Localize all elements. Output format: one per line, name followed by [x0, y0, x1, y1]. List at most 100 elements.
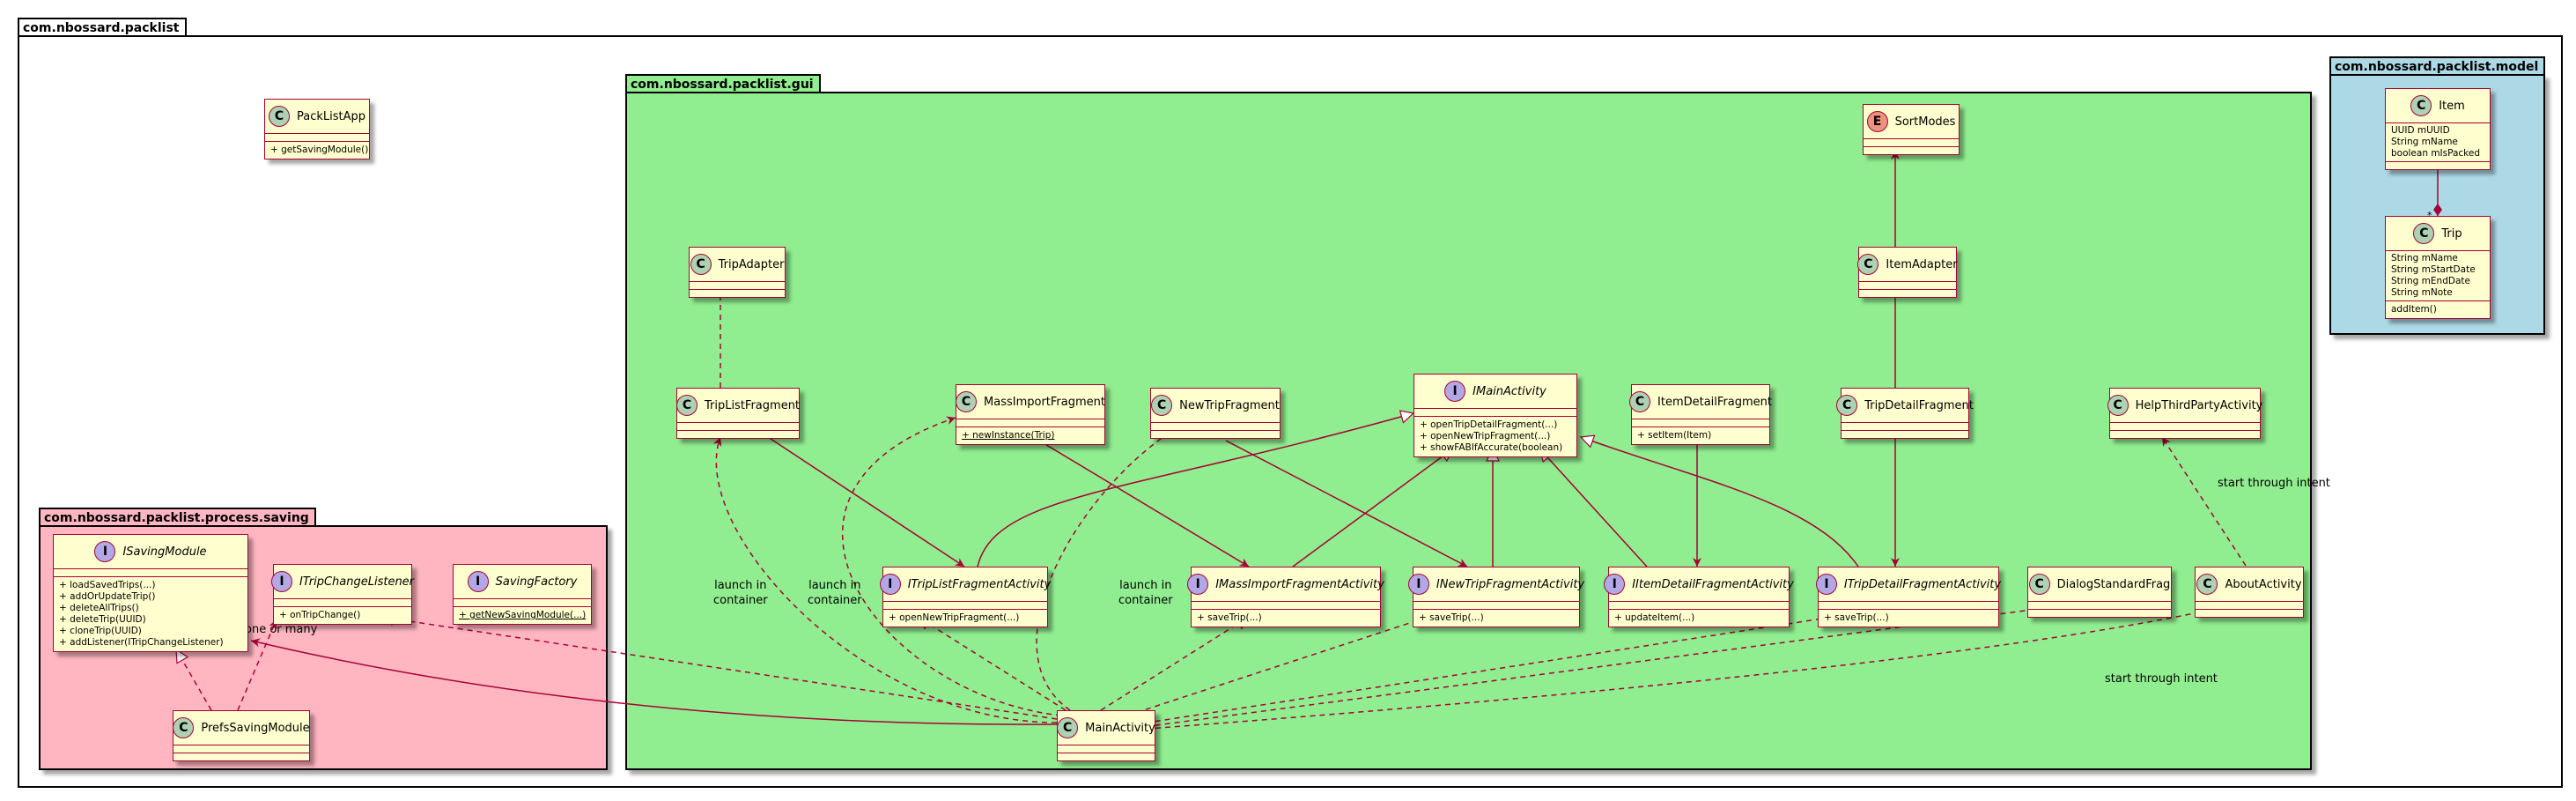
class-sortmodes[interactable]: E SortModes: [1863, 104, 1960, 155]
class-badge: C: [2413, 223, 2435, 244]
edge-iitemdetail-extends-imain: [1539, 448, 1648, 567]
class-name: TripListFragment: [704, 398, 801, 412]
edge-triplist-to-itriplistactivity: [767, 436, 965, 567]
field: String mNote: [2391, 287, 2453, 298]
field: String mName: [2391, 253, 2458, 263]
interface-badge: I: [1815, 574, 1837, 595]
method: + getSavingModule(): [270, 145, 369, 155]
class-itripdetailfragmentactivity[interactable]: I ITripDetailFragmentActivity + saveTrip(…: [1815, 567, 2002, 627]
method: + saveTrip(...): [1824, 612, 1889, 623]
interface-badge: I: [94, 541, 116, 562]
class-name: ITripListFragmentActivity: [907, 577, 1052, 591]
label-one-or-many: one or many: [245, 623, 318, 636]
class-badge: C: [2107, 395, 2129, 416]
class-name: PackListApp: [296, 109, 366, 123]
method: + setItem(Item): [1637, 430, 1712, 441]
class-name: TripAdapter: [718, 257, 785, 271]
edge-main-launch-newtrip: [1036, 428, 1176, 711]
class-name: ItemDetailFragment: [1657, 395, 1772, 409]
edge-main-to-aboutactivity: [1135, 605, 2220, 731]
label-start-intent-bottom: start through intent: [2105, 672, 2218, 686]
enum-badge: E: [1866, 111, 1888, 132]
class-name: TripDetailFragment: [1864, 398, 1974, 412]
class-packlistapp[interactable]: C PackListApp + getSavingModule(): [264, 99, 370, 159]
class-badge: C: [2410, 95, 2432, 116]
method: + showFABIfAccurate(boolean): [1420, 442, 1563, 453]
class-name: IItemDetailFragmentActivity: [1632, 577, 1794, 591]
class-badge: C: [956, 391, 978, 412]
edge-itriplist-extends-imain: [977, 410, 1415, 567]
interface-badge: I: [1444, 381, 1466, 402]
class-prefssavingmodule[interactable]: C PrefsSavingModule: [173, 710, 310, 761]
interface-badge: I: [1187, 574, 1209, 595]
class-name: IMainActivity: [1473, 384, 1546, 398]
class-massimportfragment[interactable]: C MassImportFragment + newInstance(Trip): [956, 384, 1105, 445]
class-badge: C: [1629, 391, 1651, 412]
method: + deleteAllTrips(): [59, 603, 139, 613]
class-badge: C: [173, 717, 195, 738]
method: + updateItem(...): [1614, 612, 1695, 623]
class-badge: C: [1057, 717, 1079, 738]
class-name: ITripChangeListener: [299, 575, 415, 589]
class-name: IMassImportFragmentActivity: [1215, 577, 1384, 591]
class-name: Trip: [2441, 226, 2462, 241]
edge-main-to-dialogfrag: [1135, 604, 2046, 729]
class-iitemdetailfragmentactivity[interactable]: I IItemDetailFragmentActivity + updateIte…: [1604, 567, 1794, 627]
method: + openNewTripFragment(...): [1420, 431, 1551, 441]
method: + saveTrip(...): [1419, 612, 1484, 623]
method: + loadSavedTrips(...): [59, 580, 156, 590]
class-isavingmodule[interactable]: I ISavingModule + loadSavedTrips(...) + a…: [53, 534, 248, 652]
class-badge: C: [268, 106, 290, 127]
class-name: MassImportFragment: [984, 395, 1105, 409]
class-imassimportfragmentactivity[interactable]: I IMassImportFragmentActivity + saveTrip(…: [1187, 567, 1384, 627]
class-name: Item: [2439, 99, 2465, 113]
interface-badge: I: [467, 571, 489, 592]
interface-badge: I: [1604, 574, 1626, 595]
field: UUID mUUID: [2391, 125, 2450, 136]
method: + openNewTripFragment(...): [889, 612, 1020, 623]
class-helpthirdpartyactivity[interactable]: C HelpThirdPartyActivity: [2107, 388, 2263, 439]
label-launch-mid: launch in container: [808, 579, 862, 607]
class-name: SortModes: [1894, 115, 1956, 129]
field: String mEndDate: [2391, 276, 2470, 286]
class-badge: C: [2196, 574, 2218, 595]
method: + getNewSavingModule(...): [459, 610, 587, 620]
method: + cloneTrip(UUID): [59, 626, 142, 636]
label-mult-many: *: [2427, 208, 2432, 223]
edge-about-to-helpthirdparty: [2161, 436, 2247, 567]
method: + addListener(ITripChangeListener): [59, 637, 224, 648]
label-start-intent-top: start through intent: [2218, 477, 2330, 490]
class-name: NewTripFragment: [1179, 398, 1280, 412]
method: + deleteTrip(UUID): [59, 614, 146, 625]
class-name: PrefsSavingModule: [201, 721, 310, 735]
edge-massimport-to-imassimportactivity: [1038, 440, 1250, 567]
edge-imassimport-extends-imain: [1292, 448, 1455, 567]
edge-main-launch-triplist: [712, 436, 1058, 723]
edge-prefs-to-itripchange: [237, 619, 277, 711]
edge-prefs-realizes-isaving: [175, 648, 212, 711]
method: + newInstance(Trip): [962, 430, 1055, 441]
class-name: ISavingModule: [122, 545, 207, 559]
edge-main-realizes-itripchange: [379, 612, 1058, 720]
class-name: ITripDetailFragmentActivity: [1843, 577, 2002, 591]
method: + saveTrip(...): [1197, 612, 1262, 623]
class-name: HelpThirdPartyActivity: [2135, 398, 2263, 412]
method: + openTripDetailFragment(...): [1420, 419, 1558, 430]
edge-itripdetail-extends-imain: [1579, 434, 1859, 567]
class-itemdetailfragment[interactable]: C ItemDetailFragment + setItem(Item): [1629, 384, 1772, 445]
class-imainactivity[interactable]: I IMainActivity + openTripDetailFragment(…: [1413, 374, 1577, 457]
